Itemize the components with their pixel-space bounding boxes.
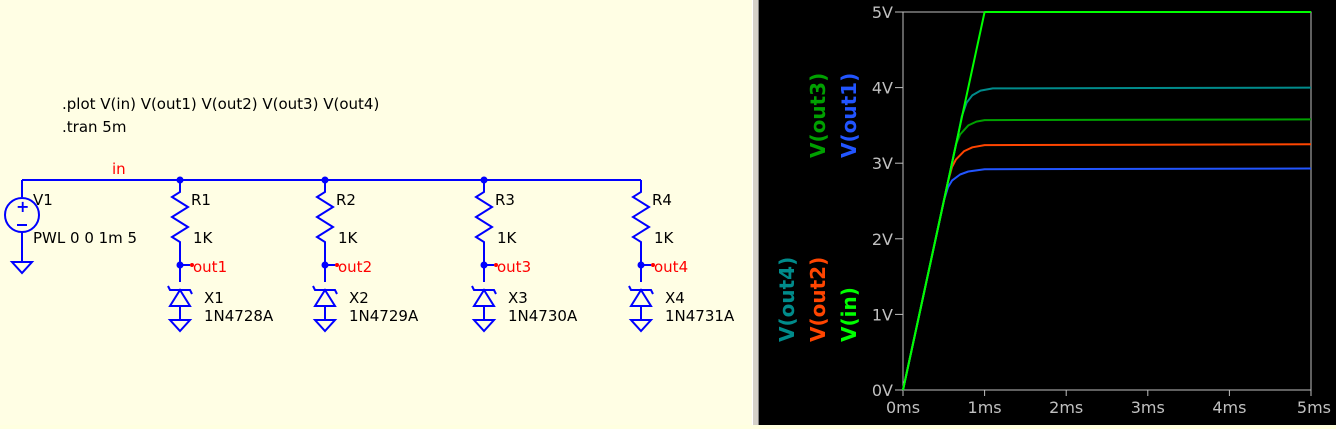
resistor-value[interactable]: 1K: [497, 229, 518, 247]
trace-v-out2[interactable]: [902, 143, 1312, 391]
diode-name[interactable]: X3: [508, 289, 528, 307]
zener-diode-x3[interactable]: [472, 288, 496, 307]
diode-model[interactable]: 1N4729A: [349, 307, 419, 325]
resistor-name[interactable]: R1: [191, 191, 211, 209]
zener-diode-x2[interactable]: [313, 288, 337, 307]
resistor-r2[interactable]: [315, 180, 335, 282]
resistor-value[interactable]: 1K: [193, 229, 214, 247]
y-tick-label: 1V: [872, 305, 893, 324]
waveform-plot[interactable]: 0V 1V 2V 3V 4V 5V 0ms 1ms 2ms 3ms 4ms 5ms V(out3) V…: [759, 0, 1336, 425]
resistor-r4[interactable]: [631, 180, 651, 282]
resistor-value[interactable]: 1K: [338, 229, 359, 247]
diode-model[interactable]: 1N4731A: [665, 307, 735, 325]
y-tick-label: 5V: [872, 3, 893, 22]
trace-labels[interactable]: V(out3) V(out1) V(out4) V(out2) V(in): [775, 73, 861, 342]
waveform-viewer[interactable]: 0V 1V 2V 3V 4V 5V 0ms 1ms 2ms 3ms 4ms 5ms V(out3) V…: [759, 0, 1336, 425]
trace-label-out3[interactable]: V(out3): [806, 73, 830, 158]
trace-v-in[interactable]: [902, 11, 1311, 391]
plot-directive[interactable]: .plot V(in) V(out1) V(out2) V(out3) V(ou…: [62, 95, 379, 113]
net-flag: [651, 263, 655, 267]
net-flag: [335, 263, 339, 267]
resistor-r3[interactable]: [474, 180, 494, 282]
diode-name[interactable]: X4: [665, 289, 685, 307]
ground-icon: [167, 319, 193, 333]
voltage-source-v1[interactable]: +: [4, 197, 40, 275]
y-tick-label: 2V: [872, 230, 893, 249]
stage-1[interactable]: R1 1K out1 X1 1N4728A: [167, 176, 274, 333]
plot-traces[interactable]: [902, 11, 1312, 391]
x-tick-label: 5ms: [1297, 398, 1331, 417]
zener-bar: [312, 285, 338, 295]
diode-model[interactable]: 1N4730A: [508, 307, 578, 325]
trace-label-out4[interactable]: V(out4): [775, 257, 799, 342]
trace-label-out2[interactable]: V(out2): [806, 257, 830, 342]
net-flag: [190, 263, 194, 267]
stage-3[interactable]: R3 1K out3 X3 1N4730A: [471, 176, 578, 333]
zener-bar: [471, 285, 497, 295]
pane-splitter[interactable]: [752, 0, 759, 425]
x-tick-label: 2ms: [1049, 398, 1083, 417]
trace-v-out4[interactable]: [902, 86, 1312, 391]
plus-sign: +: [16, 197, 29, 216]
ground-icon: [471, 319, 497, 333]
resistor-name[interactable]: R4: [652, 191, 672, 209]
source-name[interactable]: V1: [33, 191, 53, 209]
schematic-editor[interactable]: .plot V(in) V(out1) V(out2) V(out3) V(ou…: [0, 0, 752, 425]
y-tick-label: 4V: [872, 79, 893, 98]
net-flag: [494, 263, 498, 267]
resistor-name[interactable]: R2: [336, 191, 356, 209]
zener-bar: [167, 285, 193, 295]
schematic-canvas[interactable]: .plot V(in) V(out1) V(out2) V(out3) V(ou…: [0, 0, 752, 425]
tran-directive[interactable]: .tran 5m: [62, 118, 126, 136]
net-label-in[interactable]: in: [112, 160, 126, 178]
net-label-out1[interactable]: out1: [193, 258, 227, 276]
trace-label-out1[interactable]: V(out1): [837, 73, 861, 158]
stage-4[interactable]: R4 1K out4 X4 1N4731A: [628, 180, 735, 333]
ground-icon: [628, 319, 654, 333]
y-tick-label: 0V: [872, 381, 893, 400]
stage-2[interactable]: R2 1K out2 X2 1N4729A: [312, 176, 419, 333]
net-label-out2[interactable]: out2: [338, 258, 372, 276]
x-tick-label: 1ms: [968, 398, 1002, 417]
y-tick-label: 3V: [872, 154, 893, 173]
ground-icon: [9, 261, 35, 275]
trace-v-out3[interactable]: [902, 118, 1312, 391]
x-tick-label: 4ms: [1212, 398, 1246, 417]
resistor-r1[interactable]: [170, 180, 190, 282]
trace-label-in[interactable]: V(in): [837, 287, 861, 342]
net-label-out4[interactable]: out4: [654, 258, 688, 276]
plot-axes: 0V 1V 2V 3V 4V 5V 0ms 1ms 2ms 3ms 4ms 5ms: [872, 3, 1331, 417]
zener-diode-x4[interactable]: [629, 288, 653, 307]
net-label-out3[interactable]: out3: [497, 258, 531, 276]
resistor-name[interactable]: R3: [495, 191, 515, 209]
trace-v-out1[interactable]: [902, 167, 1312, 391]
x-tick-label: 0ms: [886, 398, 920, 417]
source-value[interactable]: PWL 0 0 1m 5: [33, 229, 137, 247]
zener-diode-x1[interactable]: [168, 288, 192, 307]
diode-name[interactable]: X1: [204, 289, 224, 307]
zener-bar: [628, 285, 654, 295]
ground-icon: [312, 319, 338, 333]
plot-frame: [902, 11, 1312, 391]
diode-model[interactable]: 1N4728A: [204, 307, 274, 325]
x-tick-label: 3ms: [1131, 398, 1165, 417]
diode-name[interactable]: X2: [349, 289, 369, 307]
resistor-value[interactable]: 1K: [654, 229, 675, 247]
